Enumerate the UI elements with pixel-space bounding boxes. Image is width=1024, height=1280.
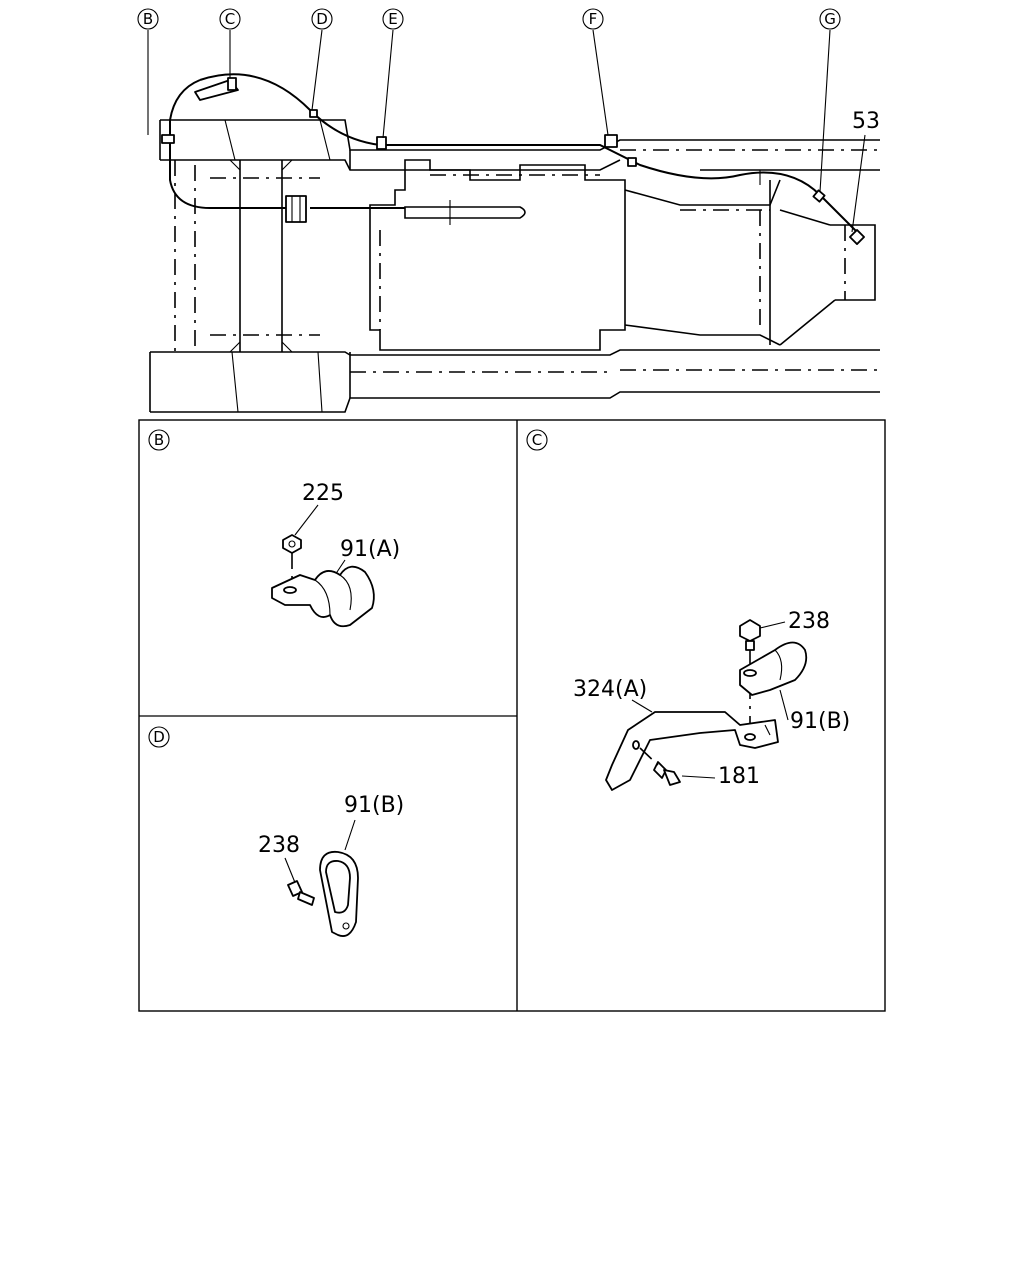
callout-c-label: C: [225, 10, 235, 28]
bolt-181-icon: [653, 761, 681, 786]
callout-d-label: D: [316, 10, 328, 28]
panel-c-part-91b-label: 91(B): [790, 709, 850, 734]
part-53-label: 53: [852, 109, 880, 134]
detail-panel-d: D 91(B) 238: [148, 726, 404, 937]
part-324a-label: 324(A): [573, 677, 647, 702]
panel-c-letter: C: [532, 431, 542, 449]
callout-c: C: [219, 8, 241, 30]
callout-f-label: F: [589, 10, 598, 28]
chassis-overview: [149, 73, 880, 413]
callout-leaders: [147, 29, 866, 233]
clamp-91b-d: [319, 850, 359, 937]
part-91a-label: 91(A): [340, 537, 400, 562]
callout-b: B: [137, 8, 159, 30]
detail-panel-c: C 238 324(A) 91(B) 181: [526, 429, 850, 791]
callout-f: F: [582, 8, 604, 30]
panel-d-part-238-label: 238: [258, 833, 300, 858]
part-225-label: 225: [302, 481, 344, 506]
callout-e: E: [382, 8, 404, 30]
detail-panel-b: B 225 91(A): [148, 429, 400, 628]
callout-g: G: [819, 8, 841, 30]
panel-c-part-238-label: 238: [788, 609, 830, 634]
panel-d-part-91b-label: 91(B): [344, 793, 404, 818]
panel-b-letter: B: [154, 431, 164, 449]
clamp-91b-c: [739, 641, 808, 696]
bolt-238-icon: [739, 619, 761, 651]
part-181-label: 181: [718, 764, 760, 789]
callout-d: D: [311, 8, 333, 30]
bolt-icon: [287, 880, 315, 906]
panel-d-letter: D: [153, 728, 165, 746]
callout-g-label: G: [824, 10, 836, 28]
callout-b-label: B: [143, 10, 153, 28]
callout-e-label: E: [388, 10, 397, 28]
nut-icon: [282, 534, 302, 554]
bracket-324a: [605, 711, 779, 791]
clamp-91a: [271, 565, 375, 628]
detail-panels-frame: [138, 419, 886, 1012]
